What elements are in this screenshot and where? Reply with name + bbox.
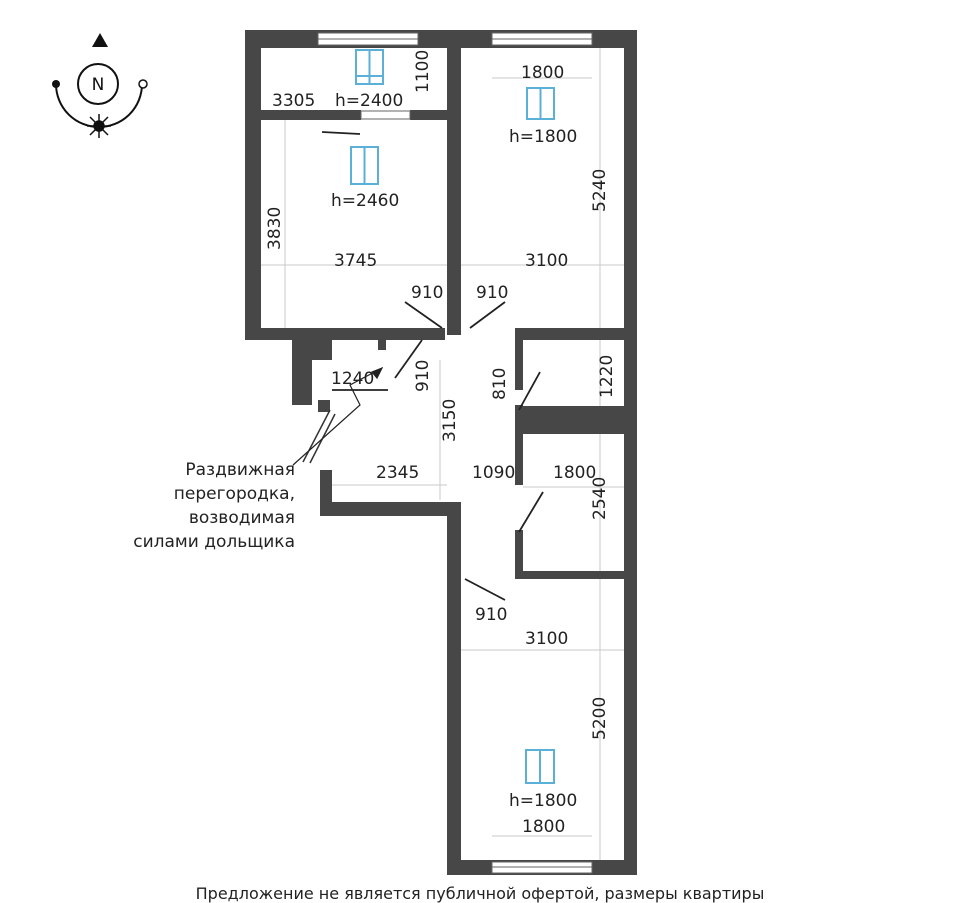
compass-north-label: N bbox=[92, 75, 105, 95]
sun-icon bbox=[87, 114, 111, 138]
window-icon bbox=[526, 87, 555, 120]
dim-910-bottom: 910 bbox=[475, 605, 507, 625]
dimension-labels: 3305 h=2400 1100 h=2460 3830 3745 1800 h… bbox=[265, 50, 617, 837]
dim-1800-mid: 1800 bbox=[553, 463, 596, 483]
door-bottom-room bbox=[464, 578, 506, 601]
dim-2345: 2345 bbox=[376, 463, 419, 483]
wall-entry-column-cap bbox=[312, 340, 332, 360]
wall-stub-a bbox=[378, 340, 386, 350]
disclaimer-footer: Предложение не является публичной оферто… bbox=[195, 884, 765, 903]
note-line: перегородка, bbox=[173, 484, 295, 504]
dim-3100-top: 3100 bbox=[525, 251, 568, 271]
door-closet-2 bbox=[518, 491, 544, 533]
window-mullions bbox=[318, 38, 592, 868]
door-left-room bbox=[404, 301, 443, 329]
dim-810: 810 bbox=[490, 368, 510, 400]
sunrise-dot-icon bbox=[52, 80, 60, 88]
dim-h2460: h=2460 bbox=[331, 191, 399, 211]
window-icon bbox=[350, 146, 379, 185]
door-entry bbox=[394, 339, 423, 379]
window-icons bbox=[350, 49, 555, 784]
dimension-lines bbox=[261, 48, 624, 860]
dim-5200: 5200 bbox=[590, 697, 610, 740]
dim-910-right: 910 bbox=[476, 283, 508, 303]
north-arrow-icon bbox=[92, 33, 108, 47]
door-balcony-swing bbox=[321, 131, 361, 135]
dim-h1800-bottom: h=1800 bbox=[509, 791, 577, 811]
balcony-door bbox=[360, 110, 411, 120]
dim-5240: 5240 bbox=[590, 169, 610, 212]
doors bbox=[321, 131, 544, 601]
sliding-partition-note: Раздвижная перегородка, возводимая силам… bbox=[95, 458, 295, 554]
wall-left-upper bbox=[245, 30, 261, 340]
wall-corridor-bottom bbox=[320, 502, 461, 516]
wall-center-partition bbox=[447, 30, 461, 335]
compass: N bbox=[52, 33, 148, 138]
dim-3100-bottom: 3100 bbox=[525, 629, 568, 649]
wall-closet1-left-bottom bbox=[515, 405, 523, 485]
walls bbox=[245, 30, 637, 875]
wall-left-lower bbox=[447, 502, 461, 875]
wall-bottom-left-room bbox=[245, 328, 445, 340]
dim-3745: 3745 bbox=[334, 251, 377, 271]
dim-910-left: 910 bbox=[411, 283, 443, 303]
dim-h2400: h=2400 bbox=[335, 91, 403, 111]
door-closet-1 bbox=[518, 371, 541, 411]
wall-balcony-left bbox=[261, 110, 361, 120]
dim-1100: 1100 bbox=[413, 50, 433, 93]
wall-closet1-left-top bbox=[515, 340, 523, 390]
wall-right-room-bottom bbox=[515, 328, 630, 340]
dim-1220: 1220 bbox=[597, 355, 617, 398]
dim-2540: 2540 bbox=[590, 477, 610, 520]
wall-between-closets bbox=[515, 406, 630, 434]
wall-balcony-right bbox=[410, 110, 460, 120]
dim-1800-top: 1800 bbox=[521, 63, 564, 83]
dim-3305: 3305 bbox=[272, 91, 315, 111]
note-line: Раздвижная bbox=[185, 460, 295, 480]
wall-closet2-left bbox=[515, 530, 523, 575]
window-icon bbox=[355, 49, 384, 85]
note-line: силами дольщика bbox=[133, 532, 295, 552]
sliding-partition bbox=[302, 409, 336, 464]
compass-circle bbox=[77, 63, 119, 105]
dim-3830: 3830 bbox=[265, 207, 285, 250]
wall-entry-column-foot bbox=[318, 400, 330, 412]
note-line: возводимая bbox=[188, 508, 295, 528]
wall-bottom-room-top bbox=[515, 571, 630, 579]
wall-corridor-left-stub bbox=[320, 470, 332, 516]
dim-3150: 3150 bbox=[440, 399, 460, 442]
dim-h1800-top: h=1800 bbox=[509, 127, 577, 147]
sunset-dot-icon bbox=[138, 79, 148, 89]
wall-entry-column bbox=[292, 340, 312, 405]
annotation-leader bbox=[292, 366, 384, 466]
wall-right bbox=[624, 30, 637, 875]
dim-1240: 1240 bbox=[331, 369, 374, 389]
dim-1090: 1090 bbox=[472, 463, 515, 483]
dim-1800-bottom: 1800 bbox=[522, 817, 565, 837]
dim-910-vert: 910 bbox=[413, 360, 433, 392]
door-right-room bbox=[469, 301, 506, 329]
window-icon bbox=[525, 749, 555, 784]
